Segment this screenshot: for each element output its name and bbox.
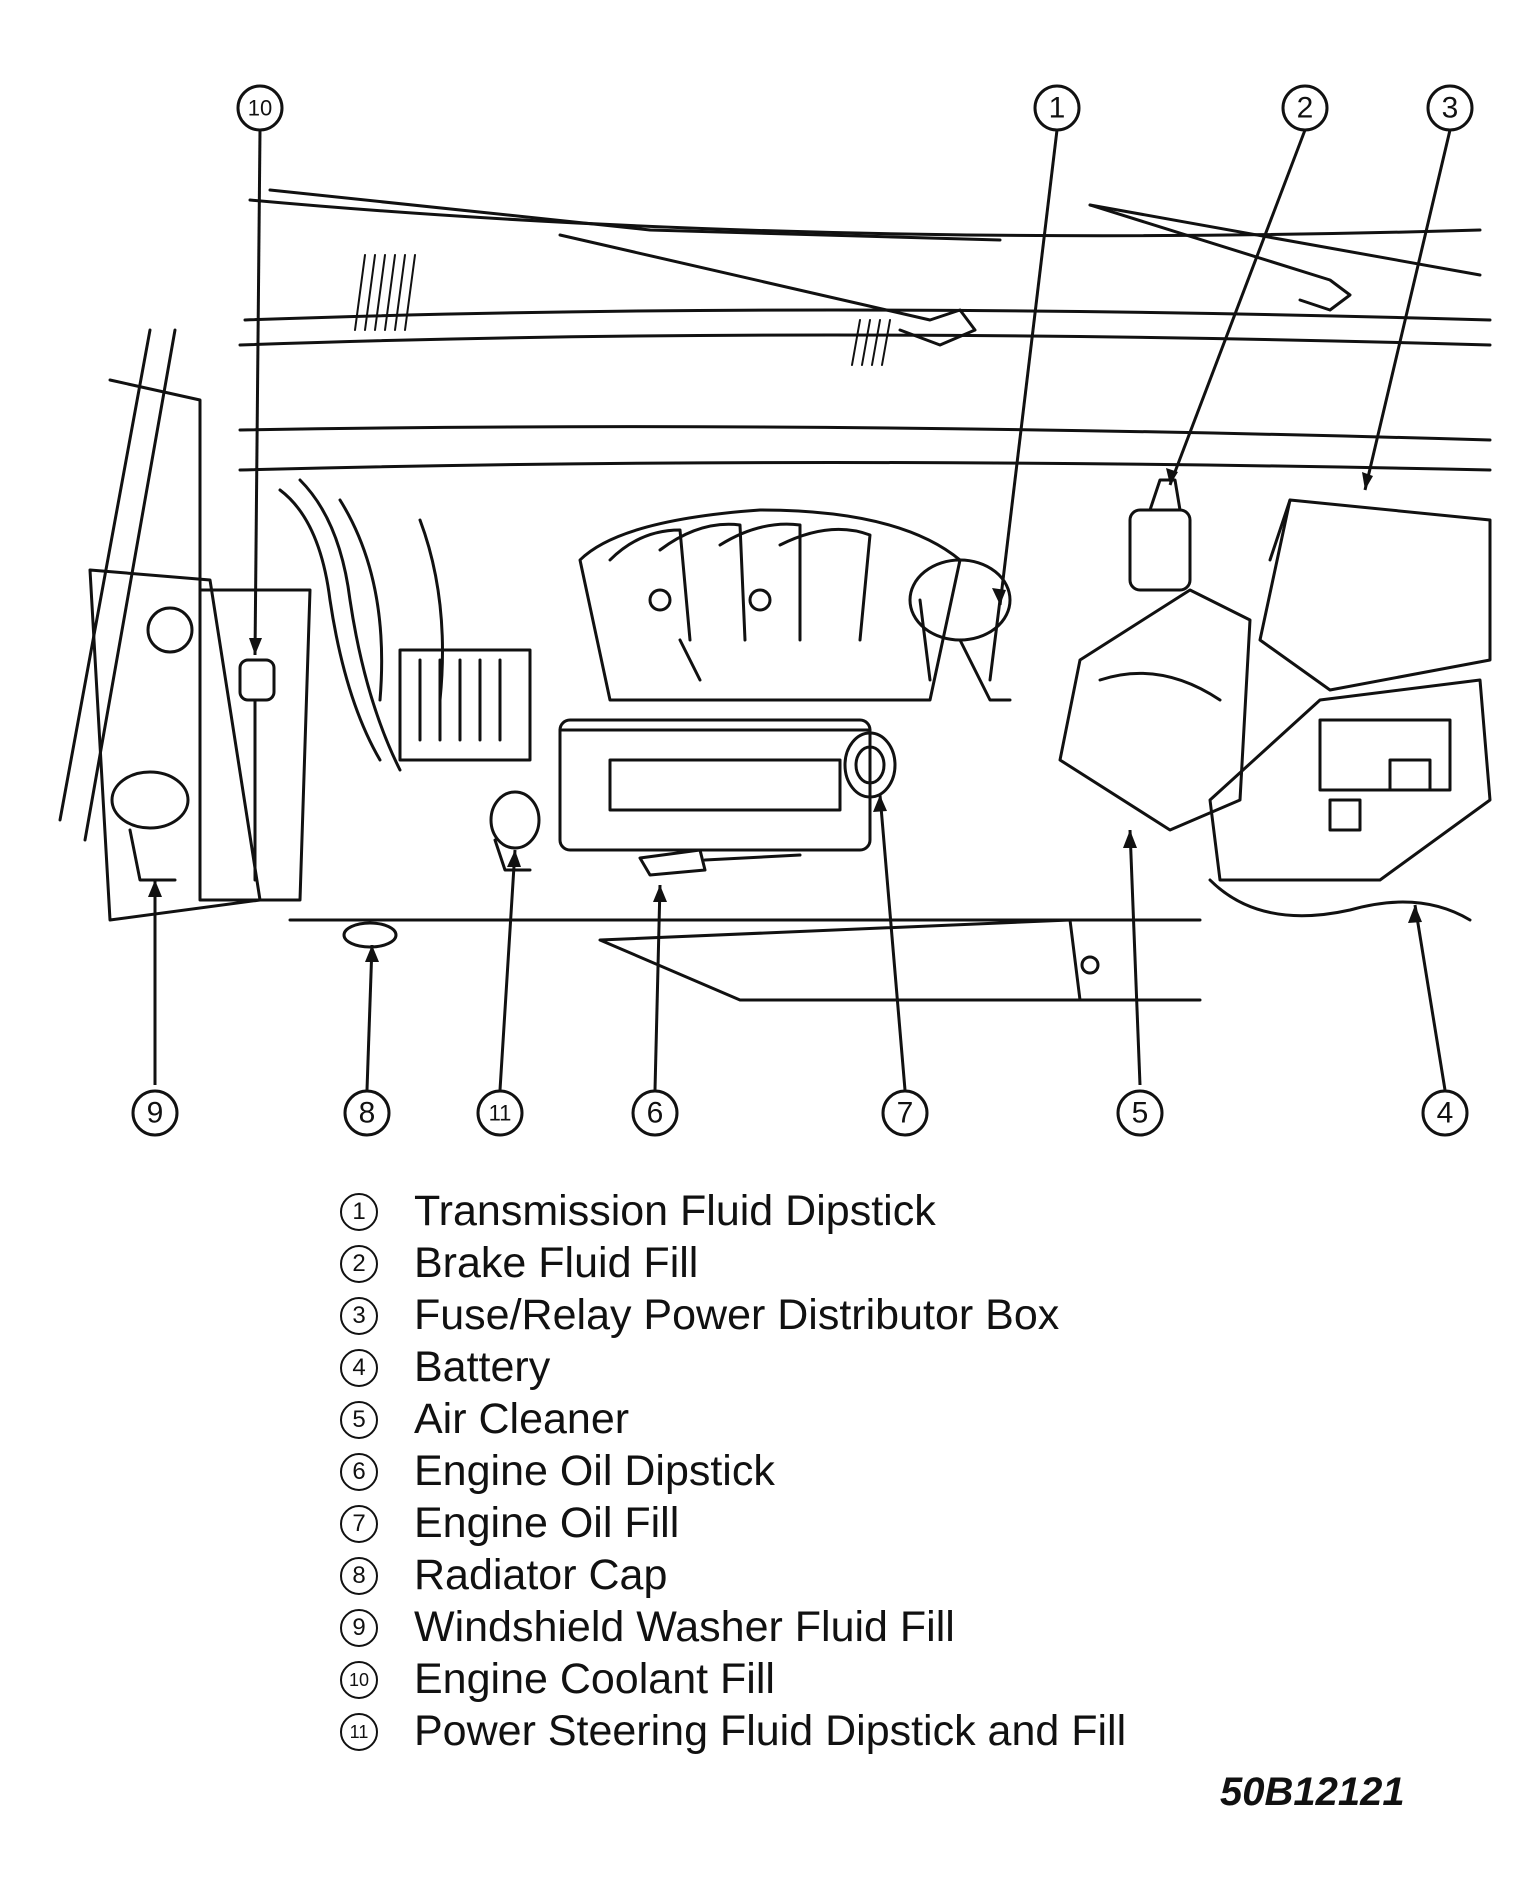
legend-number-5: 5: [340, 1401, 378, 1439]
cowl-vents: [354, 254, 891, 366]
callout-8: 8: [343, 1089, 391, 1137]
ignition-module: [398, 648, 532, 762]
leader-arrowheads: [148, 468, 1422, 962]
legend-number-11: 11: [340, 1713, 378, 1751]
brake-master-cylinder: [1128, 478, 1192, 592]
callout-7: 7: [881, 1089, 929, 1137]
callout-4-number: 4: [1437, 1097, 1454, 1130]
washer-reservoir: [88, 568, 262, 922]
wiper-arms: [558, 203, 1352, 347]
legend-number-8: 8: [340, 1557, 378, 1595]
callout-2: 2: [1281, 84, 1329, 132]
leader-lines: [153, 129, 1452, 1091]
air-cleaner: [1058, 588, 1252, 832]
legend-label-6: Engine Oil Dipstick: [414, 1447, 775, 1495]
legend-number-1: 1: [340, 1193, 378, 1231]
callout-2-number: 2: [1297, 92, 1314, 125]
callout-11-number: 11: [489, 1101, 512, 1126]
left-fender: [58, 328, 202, 842]
legend-label-7: Engine Oil Fill: [414, 1499, 680, 1547]
legend-item-9: 9 Windshield Washer Fluid Fill: [340, 1601, 1340, 1653]
battery: [1208, 678, 1492, 922]
legend-label-8: Radiator Cap: [414, 1551, 668, 1599]
callout-10: 10: [236, 84, 284, 132]
legend-number-7: 7: [340, 1505, 378, 1543]
hoses: [278, 478, 444, 772]
power-steering-reservoir: [489, 790, 541, 872]
legend-label-1: Transmission Fluid Dipstick: [414, 1187, 936, 1235]
legend-item-8: 8 Radiator Cap: [340, 1549, 1340, 1601]
legend-item-4: 4 Battery: [340, 1341, 1340, 1393]
callout-9-number: 9: [147, 1097, 164, 1130]
legend-number-2: 2: [340, 1245, 378, 1283]
legend-label-2: Brake Fluid Fill: [414, 1239, 699, 1287]
legend-label-3: Fuse/Relay Power Distributor Box: [414, 1291, 1060, 1339]
legend-number-10: 10: [340, 1661, 378, 1699]
radiator-support: [288, 918, 1202, 1002]
legend-item-11: 11 Power Steering Fluid Dipstick and Fil…: [340, 1705, 1340, 1757]
legend-number-9: 9: [340, 1609, 378, 1647]
valve-cover: [558, 718, 872, 852]
callout-6-number: 6: [647, 1097, 664, 1130]
oil-fill-cap: [843, 731, 897, 799]
legend-number-3: 3: [340, 1297, 378, 1335]
callout-3-number: 3: [1442, 92, 1459, 125]
callout-5-number: 5: [1132, 1097, 1149, 1130]
callout-7-number: 7: [897, 1097, 914, 1130]
callout-9: 9: [131, 1089, 179, 1137]
legend: 1 Transmission Fluid Dipstick 2 Brake Fl…: [340, 1185, 1340, 1757]
intake-manifold: [578, 508, 962, 702]
coolant-reservoir: [198, 588, 312, 902]
legend-number-4: 4: [340, 1349, 378, 1387]
legend-label-10: Engine Coolant Fill: [414, 1655, 775, 1703]
callout-1: 1: [1033, 84, 1081, 132]
legend-item-6: 6 Engine Oil Dipstick: [340, 1445, 1340, 1497]
legend-item-1: 1 Transmission Fluid Dipstick: [340, 1185, 1340, 1237]
callout-8-number: 8: [359, 1097, 376, 1130]
legend-label-4: Battery: [414, 1343, 551, 1391]
legend-label-5: Air Cleaner: [414, 1395, 630, 1443]
engine-compartment-illustration: 1 2 3 4 5 6 7 8 9 10 11: [58, 84, 1492, 1137]
legend-item-5: 5 Air Cleaner: [340, 1393, 1340, 1445]
legend-number-6: 6: [340, 1453, 378, 1491]
callout-3: 3: [1426, 84, 1474, 132]
callout-5: 5: [1116, 1089, 1164, 1137]
legend-item-2: 2 Brake Fluid Fill: [340, 1237, 1340, 1289]
fuse-box: [1258, 498, 1492, 692]
transmission-dipstick-area: [908, 558, 1012, 702]
figure-code: 50B12121: [1220, 1770, 1405, 1814]
legend-label-11: Power Steering Fluid Dipstick and Fill: [414, 1707, 1127, 1755]
callout-11: 11: [476, 1089, 524, 1137]
legend-label-9: Windshield Washer Fluid Fill: [414, 1603, 955, 1651]
cowl-panel: [238, 188, 1492, 472]
callout-4: 4: [1421, 1089, 1469, 1137]
callout-6: 6: [631, 1089, 679, 1137]
callout-10-number: 10: [248, 96, 272, 121]
oil-dipstick-handle: [638, 848, 802, 877]
legend-item-7: 7 Engine Oil Fill: [340, 1497, 1340, 1549]
callout-1-number: 1: [1049, 92, 1066, 125]
legend-item-3: 3 Fuse/Relay Power Distributor Box: [340, 1289, 1340, 1341]
legend-item-10: 10 Engine Coolant Fill: [340, 1653, 1340, 1705]
